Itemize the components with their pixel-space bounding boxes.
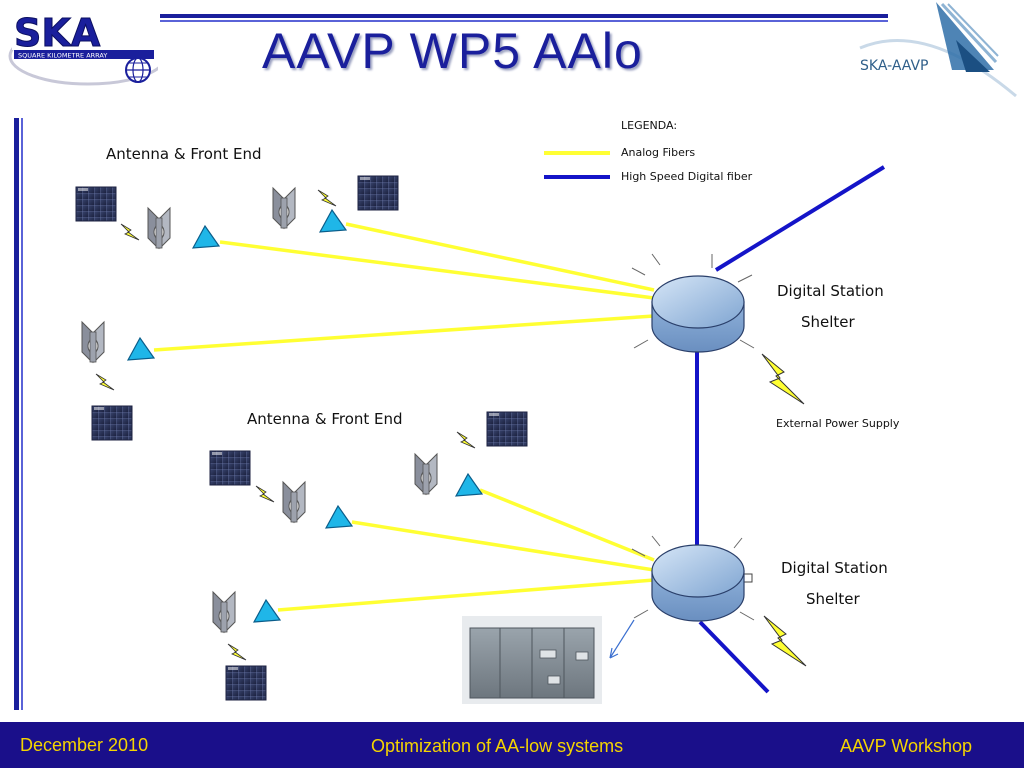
- legend-label-digital: High Speed Digital fiber: [621, 170, 753, 183]
- front-end-icon: [325, 505, 353, 529]
- antenna-icon: [414, 453, 438, 495]
- shelter-lower-label-line1: Digital Station: [781, 559, 888, 577]
- group-label-upper: Antenna & Front End: [106, 145, 262, 163]
- external-power-bolt-icon: [761, 353, 805, 405]
- solar-panel-icon: [357, 175, 399, 211]
- footer-bar: December 2010 Optimization of AA-low sys…: [0, 722, 1024, 768]
- footer-title: Optimization of AA-low systems: [371, 736, 624, 756]
- front-end-icon: [455, 473, 483, 497]
- digital-fiber-line: [714, 165, 886, 272]
- analog-fiber-line: [219, 240, 655, 300]
- shelter-photo: [462, 616, 602, 704]
- shelter-upper-label-line2: Shelter: [801, 313, 856, 331]
- antenna-icon: [147, 207, 171, 249]
- external-power-label: External Power Supply: [776, 417, 900, 430]
- analog-fiber-line: [479, 488, 655, 562]
- legend: LEGENDA: Analog Fibers High Speed Digita…: [544, 119, 753, 183]
- power-bolt-icon: [227, 643, 247, 661]
- footer-date: December 2010: [20, 735, 149, 755]
- header-rule-accent: [160, 20, 888, 22]
- analog-fiber-line: [351, 520, 655, 572]
- power-bolt-icon: [255, 485, 275, 503]
- shelter-lower-label-line2: Shelter: [806, 590, 861, 608]
- left-rule: [14, 118, 19, 710]
- solar-panel-icon: [486, 411, 528, 447]
- analog-fibers: [153, 222, 655, 612]
- power-bolt-icon: [317, 189, 337, 207]
- solar-panel-icon: [209, 450, 251, 486]
- front-end-icon: [319, 209, 347, 233]
- page-title: AAVP WP5 AAlo: [262, 23, 643, 79]
- solar-panel-icon: [225, 665, 267, 701]
- ska-logo: SKA SQUARE KILOMETRE ARRAY: [8, 11, 158, 86]
- solar-panel-icon: [75, 186, 117, 222]
- power-bolt-icon: [95, 373, 115, 391]
- solar-panel-icon: [91, 405, 133, 441]
- antenna-icon: [212, 591, 236, 633]
- digital-fibers: [695, 165, 886, 694]
- left-rule-accent: [21, 118, 23, 710]
- arrow-head-icon: [609, 647, 619, 659]
- legend-label-analog: Analog Fibers: [621, 146, 695, 159]
- external-power-bolt-icon: [763, 615, 807, 667]
- analog-fiber-line: [277, 578, 655, 612]
- antenna-icon: [282, 481, 306, 523]
- ska-aavp-logo: SKA-AAVP: [859, 2, 1017, 98]
- antenna-mark-icon: [936, 2, 994, 70]
- station-diagram: LEGENDA: Analog Fibers High Speed Digita…: [75, 119, 900, 704]
- header-rule: [160, 14, 888, 18]
- front-end-icon: [192, 225, 220, 249]
- antenna-icon: [272, 187, 296, 229]
- ska-logo-text: SKA: [14, 11, 101, 55]
- photo-pointer-arrow: [609, 619, 635, 659]
- analog-fiber-line: [153, 314, 655, 352]
- power-bolt-icon: [120, 223, 140, 241]
- analog-fiber-line: [345, 222, 655, 292]
- ska-aavp-logo-text: SKA-AAVP: [860, 58, 929, 74]
- antenna-icon: [81, 321, 105, 363]
- front-end-icon: [253, 599, 281, 623]
- ska-logo-subtitle: SQUARE KILOMETRE ARRAY: [18, 52, 107, 60]
- digital-fiber-line: [698, 620, 770, 694]
- digital-station-shelter-upper: [631, 253, 755, 353]
- power-bolt-icon: [456, 431, 476, 449]
- group-label-lower: Antenna & Front End: [247, 410, 403, 428]
- legend-title: LEGENDA:: [621, 119, 677, 132]
- shelter-upper-label-line1: Digital Station: [777, 282, 884, 300]
- front-end-icon: [127, 337, 155, 361]
- footer-event: AAVP Workshop: [840, 736, 973, 756]
- digital-station-shelter-lower: [631, 535, 755, 622]
